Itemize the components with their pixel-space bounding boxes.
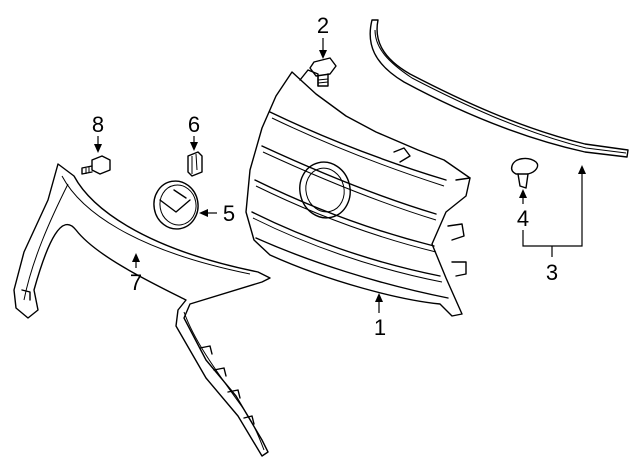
- callout-6: 6: [188, 112, 200, 137]
- callout-4: 4: [517, 206, 529, 231]
- callout-5: 5: [223, 201, 235, 226]
- callout-3: 3: [546, 260, 558, 285]
- clip-part: [510, 157, 539, 189]
- upper-molding-strip: [369, 19, 629, 158]
- leader-lines: [94, 38, 586, 313]
- callout-7: 7: [130, 270, 142, 295]
- callout-8: 8: [92, 112, 104, 137]
- callout-2: 2: [317, 13, 329, 38]
- emblem-part: [153, 180, 199, 230]
- surround-molding-part: [13, 163, 271, 457]
- screw-part: [81, 155, 111, 175]
- grille-part: [245, 69, 471, 317]
- callout-1: 1: [374, 315, 386, 340]
- retainer-part: [187, 151, 203, 177]
